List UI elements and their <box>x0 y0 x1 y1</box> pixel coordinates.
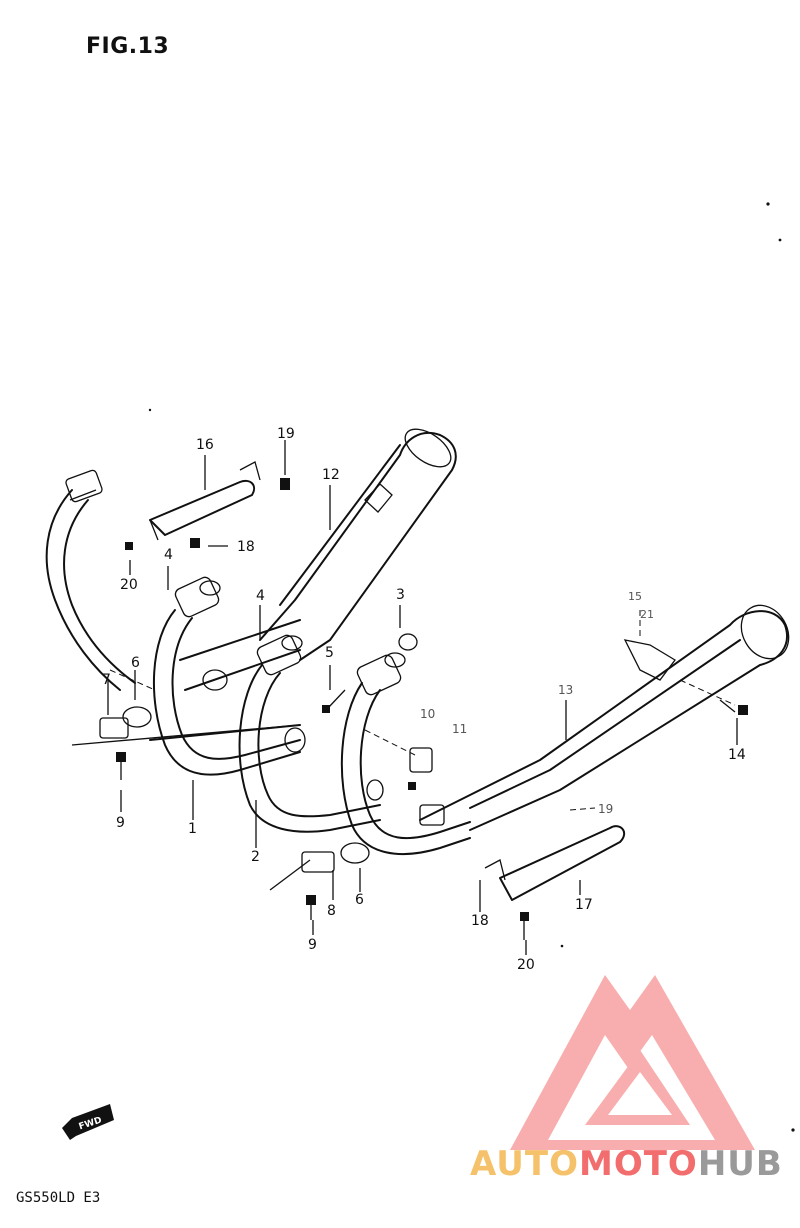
callout-3: 3 <box>396 587 405 603</box>
callout-16: 16 <box>196 437 214 453</box>
muffler-right <box>419 604 790 831</box>
head-pipe-3 <box>340 652 471 855</box>
callout-4: 4 <box>164 547 173 563</box>
heat-shield-lower <box>484 825 626 901</box>
callout-18: 18 <box>237 539 255 555</box>
model-code: GS550LD E3 <box>16 1190 101 1206</box>
head-pipe-left <box>45 469 136 691</box>
callout-20: 20 <box>120 577 138 593</box>
callout-11: 11 <box>452 722 468 736</box>
callout-19: 19 <box>277 426 295 442</box>
leader-lines <box>71 440 738 955</box>
forward-arrow-icon: FWD <box>62 1104 114 1140</box>
callout-4-b: 4 <box>256 588 265 604</box>
head-pipe-2 <box>238 634 381 833</box>
watermark-part-auto: AUTO <box>470 1144 579 1184</box>
callout-8: 8 <box>327 903 336 919</box>
callout-10: 10 <box>420 707 436 721</box>
callout-9: 9 <box>116 815 125 831</box>
bolts <box>116 478 748 940</box>
callout-6: 6 <box>131 655 140 671</box>
callout-14: 14 <box>728 747 746 763</box>
callout-6-b: 6 <box>355 892 364 908</box>
watermark-logo-icon <box>510 975 755 1150</box>
callout-9-b: 9 <box>308 937 317 953</box>
muffler-left <box>259 428 457 661</box>
callout-15: 15 <box>628 590 642 603</box>
heat-shield-upper <box>149 461 261 541</box>
watermark-part-moto: MOTO <box>578 1144 698 1184</box>
watermark-part-hub: HUB <box>697 1144 783 1184</box>
callout-20-b: 20 <box>517 957 535 973</box>
callout-19-b: 19 <box>598 802 614 816</box>
callout-18-b: 18 <box>471 913 489 929</box>
callout-12: 12 <box>322 467 340 483</box>
watermark-text: AUTOMOTOHUB <box>470 1144 783 1184</box>
callout-7: 7 <box>102 672 111 688</box>
scan-specks <box>148 202 795 1132</box>
callout-2: 2 <box>251 849 260 865</box>
callout-1: 1 <box>188 821 197 837</box>
figure-title: FIG.13 <box>86 34 170 59</box>
callout-13: 13 <box>558 683 574 697</box>
collector-pipe <box>149 619 384 801</box>
callout-17: 17 <box>575 897 593 913</box>
clamp-gaskets <box>99 633 445 873</box>
callout-21: 21 <box>640 608 654 621</box>
callout-5: 5 <box>325 645 334 661</box>
